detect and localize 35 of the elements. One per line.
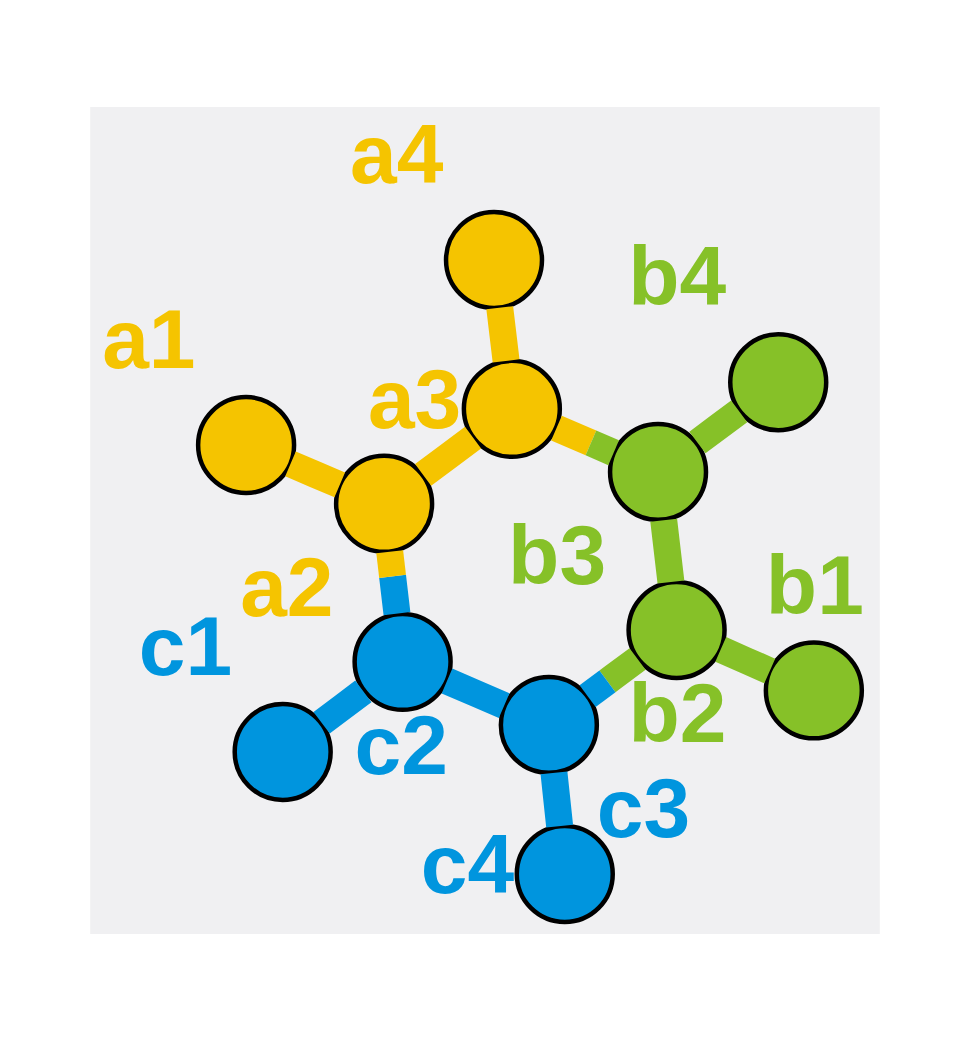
node-label: c1 xyxy=(138,598,233,693)
node-circle xyxy=(232,701,333,802)
node-circle xyxy=(352,611,453,712)
node-circle xyxy=(728,331,829,432)
node-label: c4 xyxy=(420,816,515,911)
node-label: b4 xyxy=(628,228,727,323)
node-circle xyxy=(607,421,709,522)
node-circle xyxy=(498,674,600,775)
connector xyxy=(650,518,685,584)
node-label: a2 xyxy=(240,539,334,634)
connector xyxy=(715,636,776,683)
node-label: a3 xyxy=(367,351,462,446)
node-circle xyxy=(443,209,545,310)
node-circle xyxy=(333,453,435,554)
node-circle xyxy=(763,639,865,741)
node-label: c2 xyxy=(354,697,448,792)
connector xyxy=(285,451,345,497)
connector xyxy=(486,305,520,362)
node-label: b1 xyxy=(765,537,864,632)
connector xyxy=(551,415,619,465)
node-label: b3 xyxy=(508,507,607,602)
node-label: a1 xyxy=(102,291,196,386)
connector xyxy=(689,400,748,453)
connector xyxy=(313,680,372,733)
connector xyxy=(415,426,482,486)
node-label: b2 xyxy=(628,665,727,760)
connector xyxy=(540,771,574,828)
node-circle xyxy=(626,579,727,680)
node-label: c3 xyxy=(596,760,691,855)
node-circle xyxy=(195,394,297,495)
node-label: a4 xyxy=(350,106,444,201)
connector xyxy=(376,549,411,615)
connector xyxy=(441,668,510,718)
node-circle xyxy=(461,358,563,459)
connector xyxy=(579,647,646,707)
